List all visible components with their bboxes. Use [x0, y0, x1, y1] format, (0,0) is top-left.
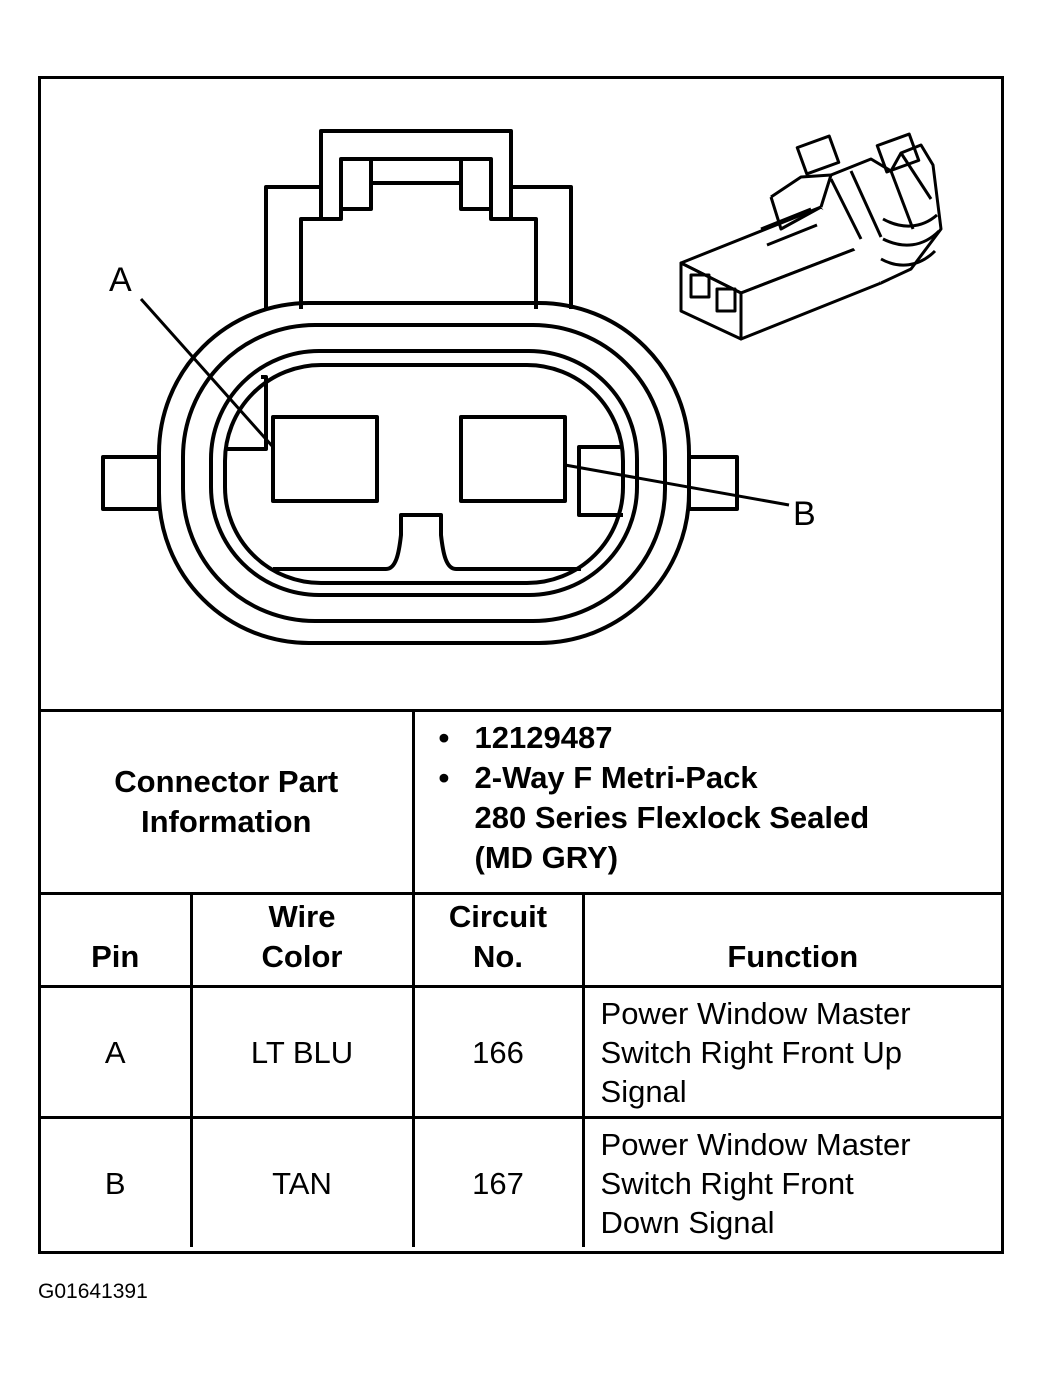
connector-part-info-label: Connector Part Information [41, 709, 415, 895]
pin-label-a: A [109, 261, 132, 299]
right-ear [687, 455, 739, 511]
connector-info-table: Connector Part Information • 12129487 • … [41, 709, 1002, 1247]
connector-part-info-row: Connector Part Information • 12129487 • … [41, 709, 1002, 895]
header-pin: Pin [41, 892, 193, 988]
circuit-cell: 167 [411, 1116, 585, 1247]
header-function: Function [581, 892, 1002, 988]
connector-isometric-illustration [679, 132, 943, 341]
connector-diagram: A B [41, 79, 1001, 709]
table-row: B TAN 167 Power Window Master Switch Rig… [41, 1116, 1002, 1247]
part-number-item: • 12129487 [439, 718, 1002, 758]
left-ear [101, 455, 161, 511]
cavity-b [459, 415, 567, 503]
connector-part-info-details: • 12129487 • 2-Way F Metri-Pack 280 Seri… [411, 709, 1002, 895]
function-cell: Power Window Master Switch Right Front D… [581, 1116, 1002, 1247]
header-circuit: Circuit No. [411, 892, 585, 988]
cavity-a [271, 415, 379, 503]
table-header-row: Pin Wire Color Circuit No. Function [41, 892, 1002, 988]
table-row: A LT BLU 166 Power Window Master Switch … [41, 985, 1002, 1119]
pin-label-b: B [793, 495, 816, 533]
part-description-item: • 2-Way F Metri-Pack 280 Series Flexlock… [438, 760, 870, 875]
pin-cell: A [41, 985, 193, 1119]
leader-line-a [139, 298, 275, 448]
wire-color-cell: LT BLU [189, 985, 415, 1119]
bullet-icon: • [438, 720, 450, 755]
connector-face-drawing: A B [101, 129, 943, 645]
leader-line-b [564, 463, 790, 507]
circuit-cell: 166 [411, 985, 585, 1119]
bullet-icon: • [438, 760, 450, 795]
lock-tab [264, 129, 573, 309]
pin-cell: B [41, 1116, 193, 1247]
wire-color-cell: TAN [189, 1116, 415, 1247]
document-frame: A B [38, 76, 1004, 1254]
connector-seal-ring [181, 323, 667, 623]
function-cell: Power Window Master Switch Right Front U… [581, 985, 1002, 1119]
figure-id: G01641391 [38, 1280, 148, 1303]
header-wire-color: Wire Color [189, 892, 415, 988]
